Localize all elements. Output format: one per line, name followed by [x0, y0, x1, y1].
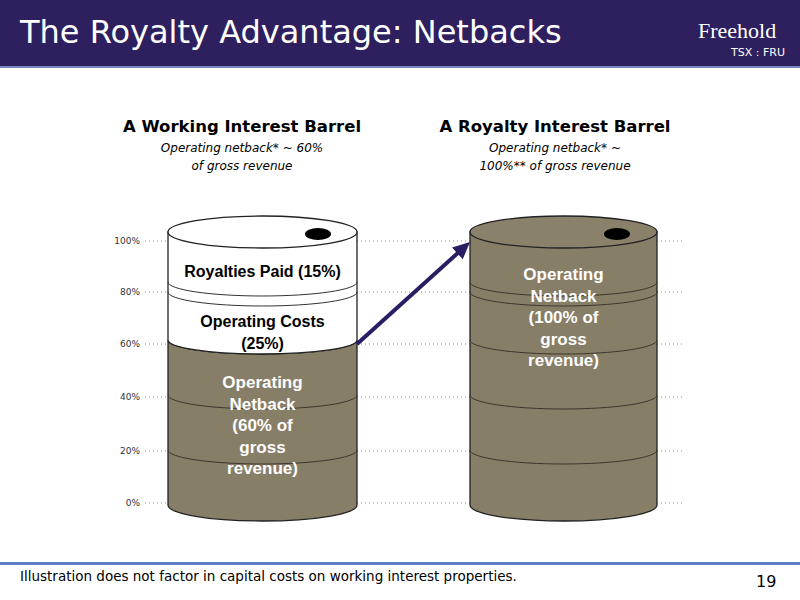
axis-label: 0%	[90, 497, 140, 509]
barrel-heading: A Working Interest Barrel	[92, 117, 392, 137]
barrel-subheading: Operating netback* ~ 60% of gross revenu…	[155, 139, 330, 175]
barrel-subheading: Operating netback* ~ 100%** of gross rev…	[468, 139, 643, 175]
segment-label: Operating Costs (25%)	[188, 311, 338, 355]
footnote: Illustration does not factor in capital …	[20, 567, 517, 585]
barrel-body	[470, 232, 657, 521]
arrow-shaft	[357, 251, 460, 344]
arrow-head	[452, 242, 470, 259]
barrel-hoop	[168, 282, 357, 296]
barrel-lid	[168, 216, 357, 248]
barrel-bung	[604, 228, 630, 240]
slide-title: The Royalty Advantage: Netbacks	[20, 12, 562, 52]
royalties-segment: Royalties Paid (15%)	[168, 258, 357, 304]
costs-segment: Operating Costs (25%)	[168, 304, 357, 344]
barrel-heading: A Royalty Interest Barrel	[405, 117, 705, 137]
barrel-body	[168, 340, 357, 521]
axis-label: 100%	[90, 235, 140, 247]
page-number: 19	[756, 572, 776, 592]
axis-label: 60%	[90, 338, 140, 350]
ticker-symbol: TSX : FRU	[731, 46, 785, 60]
barrel-lid	[470, 216, 657, 248]
barrel-body	[168, 232, 357, 354]
netback-segment: Operating Netback (60% of gross revenue)	[168, 346, 357, 506]
title-bar	[0, 0, 800, 66]
barrel-hoop	[168, 292, 357, 306]
title-rule	[0, 66, 800, 68]
company-logo: Freehold	[698, 18, 776, 44]
segment-label: Royalties Paid (15%)	[183, 261, 343, 283]
footer-rule	[0, 562, 800, 565]
axis-label: 20%	[90, 445, 140, 457]
barrel-group: A Royalty Interest BarrelOperating netba…	[440, 115, 690, 525]
axis-label: 80%	[90, 286, 140, 298]
royalty-interest-barrel	[470, 216, 657, 521]
barrel-group: A Working Interest BarrelOperating netba…	[120, 115, 400, 525]
segment-label: Operating Netback (60% of gross revenue)	[213, 372, 313, 480]
axis-label: 40%	[90, 391, 140, 403]
barrel-bung	[305, 228, 331, 240]
netback-segment: Operating Netback (100% of gross revenue…	[470, 242, 657, 510]
working-interest-barrel	[168, 216, 357, 521]
segment-label: Operating Netback (100% of gross revenue…	[509, 264, 619, 372]
barrel-hoop	[470, 395, 657, 409]
connector-arrow	[357, 242, 470, 344]
barrel-hoop	[470, 450, 657, 464]
